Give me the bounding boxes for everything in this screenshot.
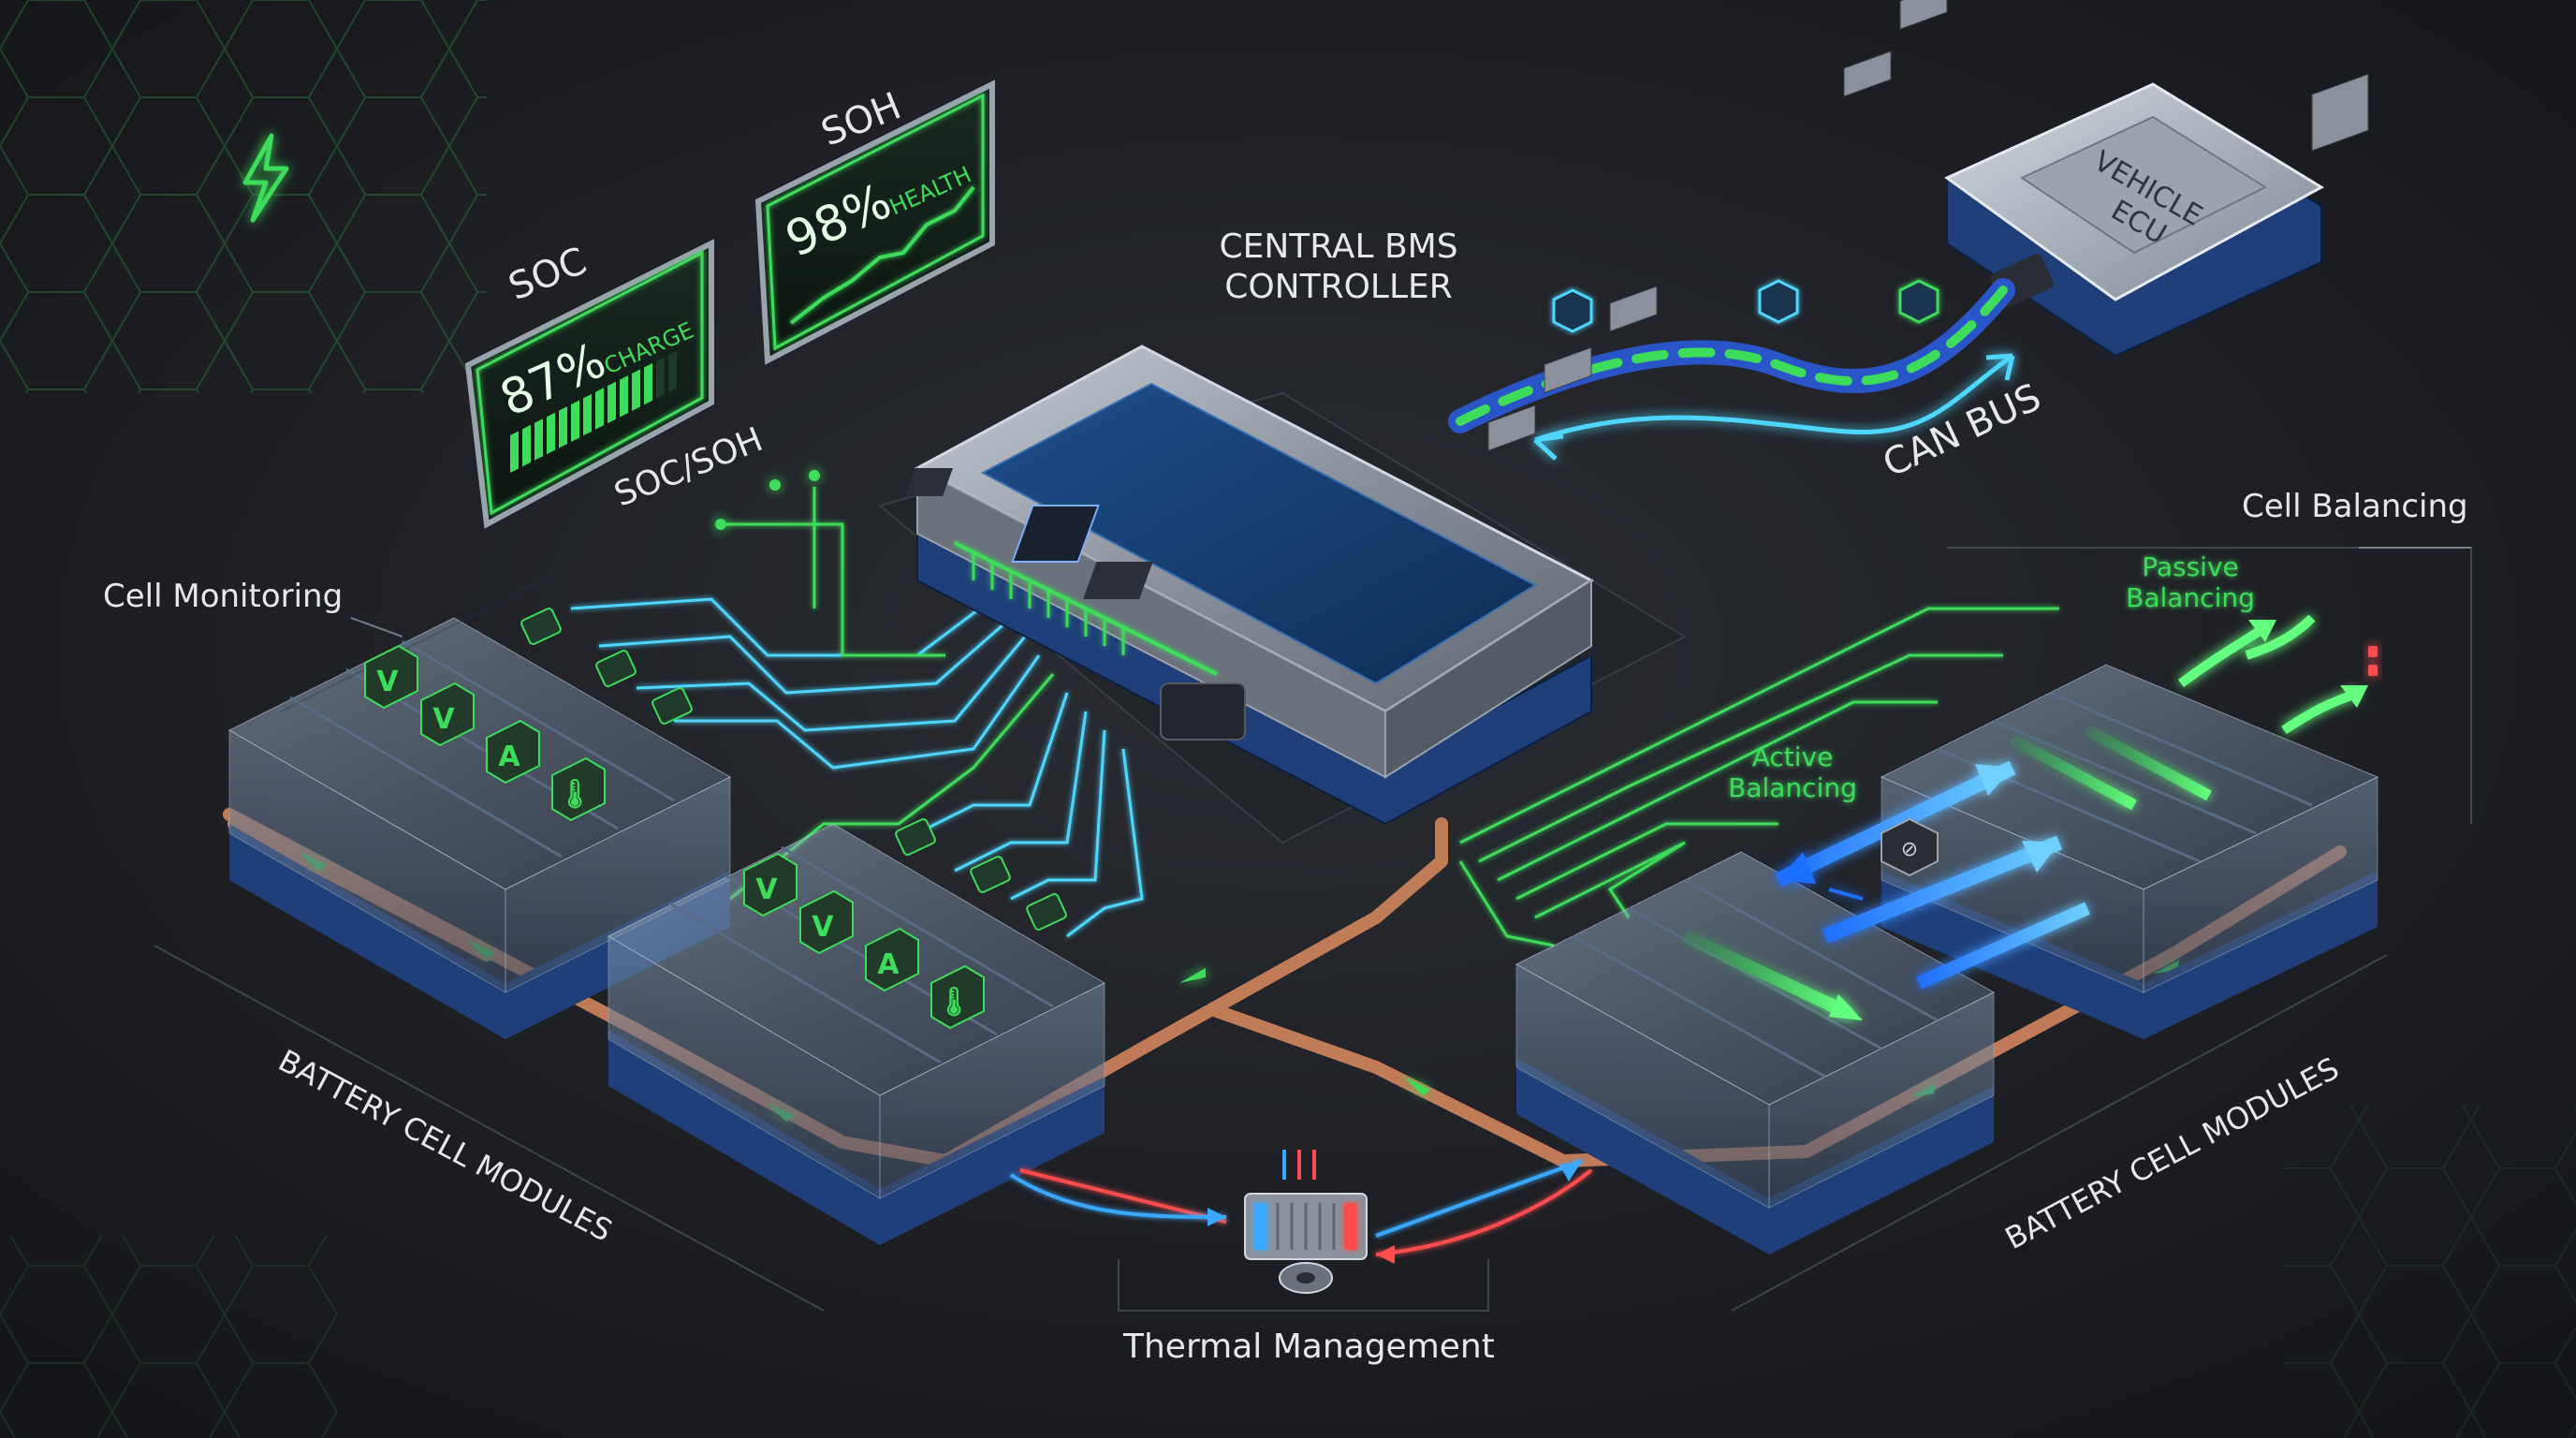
- module-flow-arrows: [1682, 725, 2212, 1020]
- soc-level-bar: [510, 431, 519, 473]
- heat-flow-icon: [1282, 1150, 1316, 1180]
- data-packet-icons: [1552, 279, 1939, 333]
- soc-level-bar: [522, 424, 531, 467]
- vehicle-ecu: VEHICLE ECU: [1944, 82, 2324, 358]
- voltage-badge: V: [364, 644, 418, 710]
- thermometer-icon: 🌡: [557, 778, 593, 811]
- heatsink-icon: [1487, 404, 1536, 451]
- active-balancing-label-1: Active: [1752, 741, 1834, 772]
- passive-arrow-heads: [2248, 620, 2368, 708]
- hex-grid-top-left: [0, 0, 487, 393]
- voltage-icon: V: [812, 911, 834, 944]
- heatsink-icon: [1843, 51, 1892, 97]
- cell-balancing-label: Cell Balancing: [2242, 488, 2468, 525]
- thermometer-badge: 🌡: [551, 756, 606, 822]
- cell-monitoring-label: Cell Monitoring: [103, 578, 343, 615]
- heatsink-icon: [1899, 0, 1948, 30]
- sensor-chips-left: [520, 608, 1067, 931]
- voltage-icon: V: [755, 873, 778, 906]
- soc-level-bar: [595, 388, 604, 430]
- annotation-lines: [350, 547, 2471, 638]
- signal-dots: [715, 470, 820, 530]
- battery-module-left-1: [227, 570, 732, 1039]
- soh-trend-line: [789, 185, 975, 325]
- thermal-management-unit: [1009, 1150, 1593, 1294]
- heatsink-icon: [1544, 346, 1592, 394]
- soc-level-bar: [607, 381, 616, 424]
- balancing-signal-lines: [1458, 607, 2059, 947]
- module-1-badges: V V A 🌡: [364, 644, 606, 822]
- central-bms-controller: [905, 345, 1594, 826]
- thermal-management-label: Thermal Management: [1122, 1328, 1495, 1366]
- soc-level-bars: [510, 350, 677, 473]
- active-balancing-label-2: Balancing: [1728, 772, 1857, 803]
- module-2-badges: V V A 🌡: [743, 852, 985, 1030]
- switch-icon: ⊘: [1901, 838, 1918, 861]
- soc-gauge: [464, 239, 714, 529]
- battery-module-right-1: [1515, 851, 1996, 1255]
- soc-level-bar: [583, 393, 592, 436]
- processor-chip: [1011, 505, 1100, 563]
- soc-level-bar: [668, 350, 677, 393]
- fan-icon: [1279, 1262, 1333, 1294]
- controller-connector: [1160, 682, 1246, 741]
- central-controller-label-1: CENTRAL BMS: [1219, 227, 1457, 266]
- active-balancing-switch: ⊘: [1881, 817, 1939, 877]
- voltage-icon: V: [432, 703, 455, 736]
- current-badge: A: [486, 719, 540, 785]
- heatsink-icon: [2311, 73, 2369, 152]
- battery-module-left-2: [607, 823, 1106, 1245]
- soc-level-bar: [534, 418, 543, 461]
- thermometer-icon: 🌡: [936, 986, 972, 1019]
- voltage-badge-2: V: [420, 682, 475, 747]
- passive-balancing-label-1: Passive: [2142, 551, 2239, 582]
- hex-grid-right: [2284, 1105, 2576, 1438]
- central-controller-label-2: CONTROLLER: [1224, 268, 1453, 306]
- soh-gauge: [754, 80, 995, 365]
- heatsink-icons: [1487, 0, 2369, 451]
- passive-resistor-heat: [2368, 646, 2378, 676]
- passive-balancing-label-2: Balancing: [2126, 582, 2255, 613]
- hex-grid-bottom-left: [0, 1236, 337, 1438]
- current-icon: A: [877, 948, 900, 981]
- soc-level-bar: [547, 412, 555, 455]
- current-icon: A: [498, 741, 520, 773]
- soc-level-bar: [620, 375, 628, 418]
- monitoring-signal-lines: [570, 487, 1144, 938]
- soc-level-bar: [632, 369, 640, 411]
- soc-level-bar: [656, 357, 665, 399]
- voltage-icon: V: [376, 666, 399, 698]
- soc-level-bar: [559, 406, 567, 448]
- can-bus-arrow: [1533, 353, 2015, 461]
- soc-level-bar: [644, 362, 652, 405]
- lightning-icon: [242, 133, 289, 223]
- active-balancing-arrows: [1775, 760, 2090, 990]
- heatsink-icon: [1609, 286, 1658, 332]
- battery-module-right-2: [1880, 664, 2379, 1039]
- soc-level-bar: [571, 400, 579, 442]
